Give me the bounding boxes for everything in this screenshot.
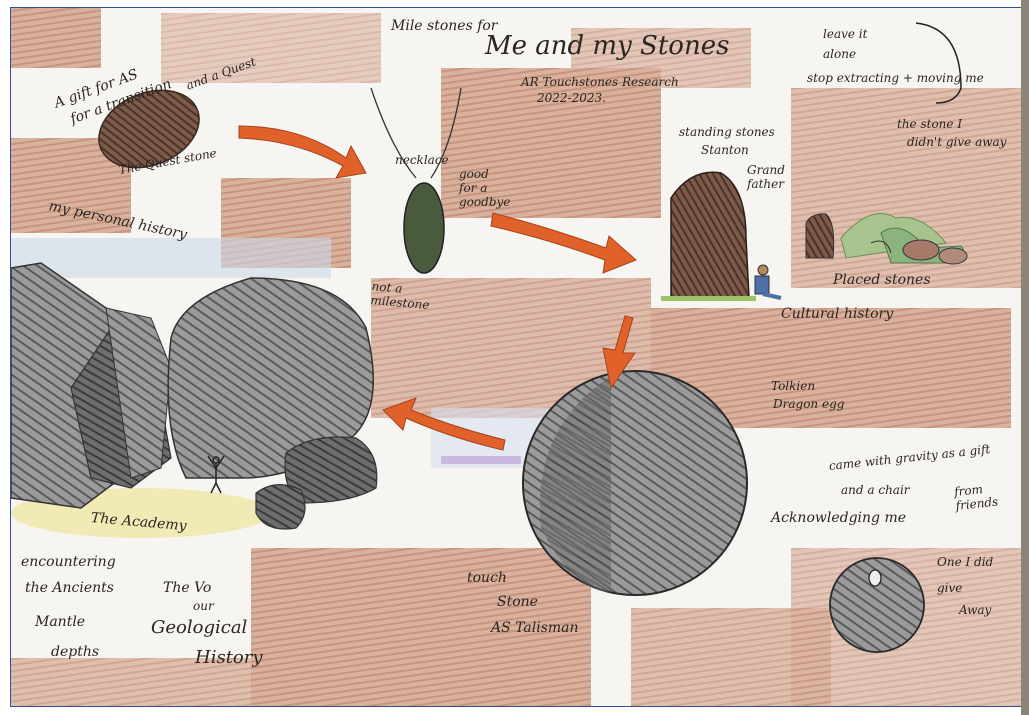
page-title: Me and my Stones [485, 32, 729, 62]
dragon-egg-line2: Dragon egg [773, 398, 844, 412]
stone-gave-away-line1: the stone I [897, 118, 962, 132]
subtitle-line2: 2022-2023. [537, 92, 606, 106]
leave-alone-line2: alone [823, 48, 856, 62]
geological-line2: our [193, 600, 214, 614]
gravity-gift-line2: and a chair [841, 484, 910, 498]
standing-stones-line3: Grand father [747, 164, 807, 192]
one-gave-line3: Away [959, 604, 991, 618]
standing-stones-line2: Stanton [701, 144, 749, 158]
encountering-line2: the Ancients [25, 580, 114, 596]
leave-alone-line1: leave it [823, 28, 867, 42]
sky-wash [11, 238, 331, 278]
goodbye-label: good for a goodbye [459, 168, 509, 209]
leave-alone-line3: stop extracting + moving me [807, 72, 984, 86]
necklace-label: necklace [395, 154, 449, 168]
geological-line1: The Vo [163, 580, 211, 596]
one-gave-line1: One I did [937, 556, 993, 570]
encountering-line4: depths [51, 644, 99, 660]
cultural-history-label: Cultural history [781, 306, 893, 322]
touchstone-line2: Stone [497, 594, 538, 610]
stone-gave-away-line2: didn't give away [907, 136, 1006, 150]
subtitle-line1: AR Touchstones Research [521, 76, 679, 90]
seated-figure-icon [755, 265, 781, 298]
geological-line3: Geological [151, 618, 247, 639]
drawing-frame: Mile stones for Me and my Stones AR Touc… [10, 7, 1022, 707]
touchstone-line1: touch [467, 570, 507, 586]
standing-stones-line1: standing stones [679, 126, 775, 140]
photo-background-edge [1021, 0, 1029, 715]
title-prefix: Mile stones for [391, 18, 498, 34]
geological-line4: History [195, 648, 263, 669]
dragon-egg-line1: Tolkien [771, 380, 815, 394]
encountering-line1: encountering [21, 554, 116, 570]
arrow-to-standing-stone [491, 213, 636, 273]
acknowledging-label: Acknowledging me [771, 510, 906, 526]
placed-stones-label: Placed stones [833, 272, 931, 288]
arrow-to-necklace [239, 126, 366, 178]
encountering-line3: Mantle [35, 614, 85, 630]
academy-cliffs [11, 263, 377, 529]
one-gave-line2: give [937, 582, 962, 596]
touchstone-line3: AS Talisman [491, 620, 579, 636]
